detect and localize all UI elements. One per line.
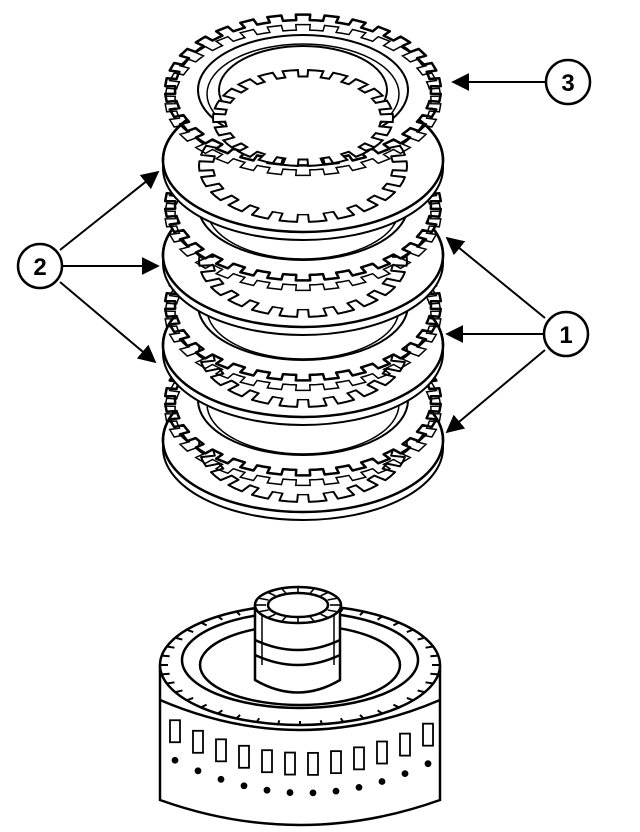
callout-2: 2 [16,170,160,364]
callout-1: 1 [445,236,590,434]
callout-1-circle [542,310,590,358]
callout-1-leader-lower [445,349,546,434]
clutch-drum [158,585,442,827]
callout-3-circle [544,58,592,106]
callout-2-leader-lower [59,281,157,364]
pressure-plate [163,13,443,177]
callout-2-circle [16,242,64,290]
callout-3: 3 [451,58,592,106]
callout-2-leader-upper [59,170,160,251]
callout-3-label: 3 [561,70,574,97]
callout-2-label: 2 [33,254,46,281]
callout-1-label: 1 [559,322,572,349]
plate-stack [161,13,445,521]
callout-1-leader-upper [445,236,546,319]
